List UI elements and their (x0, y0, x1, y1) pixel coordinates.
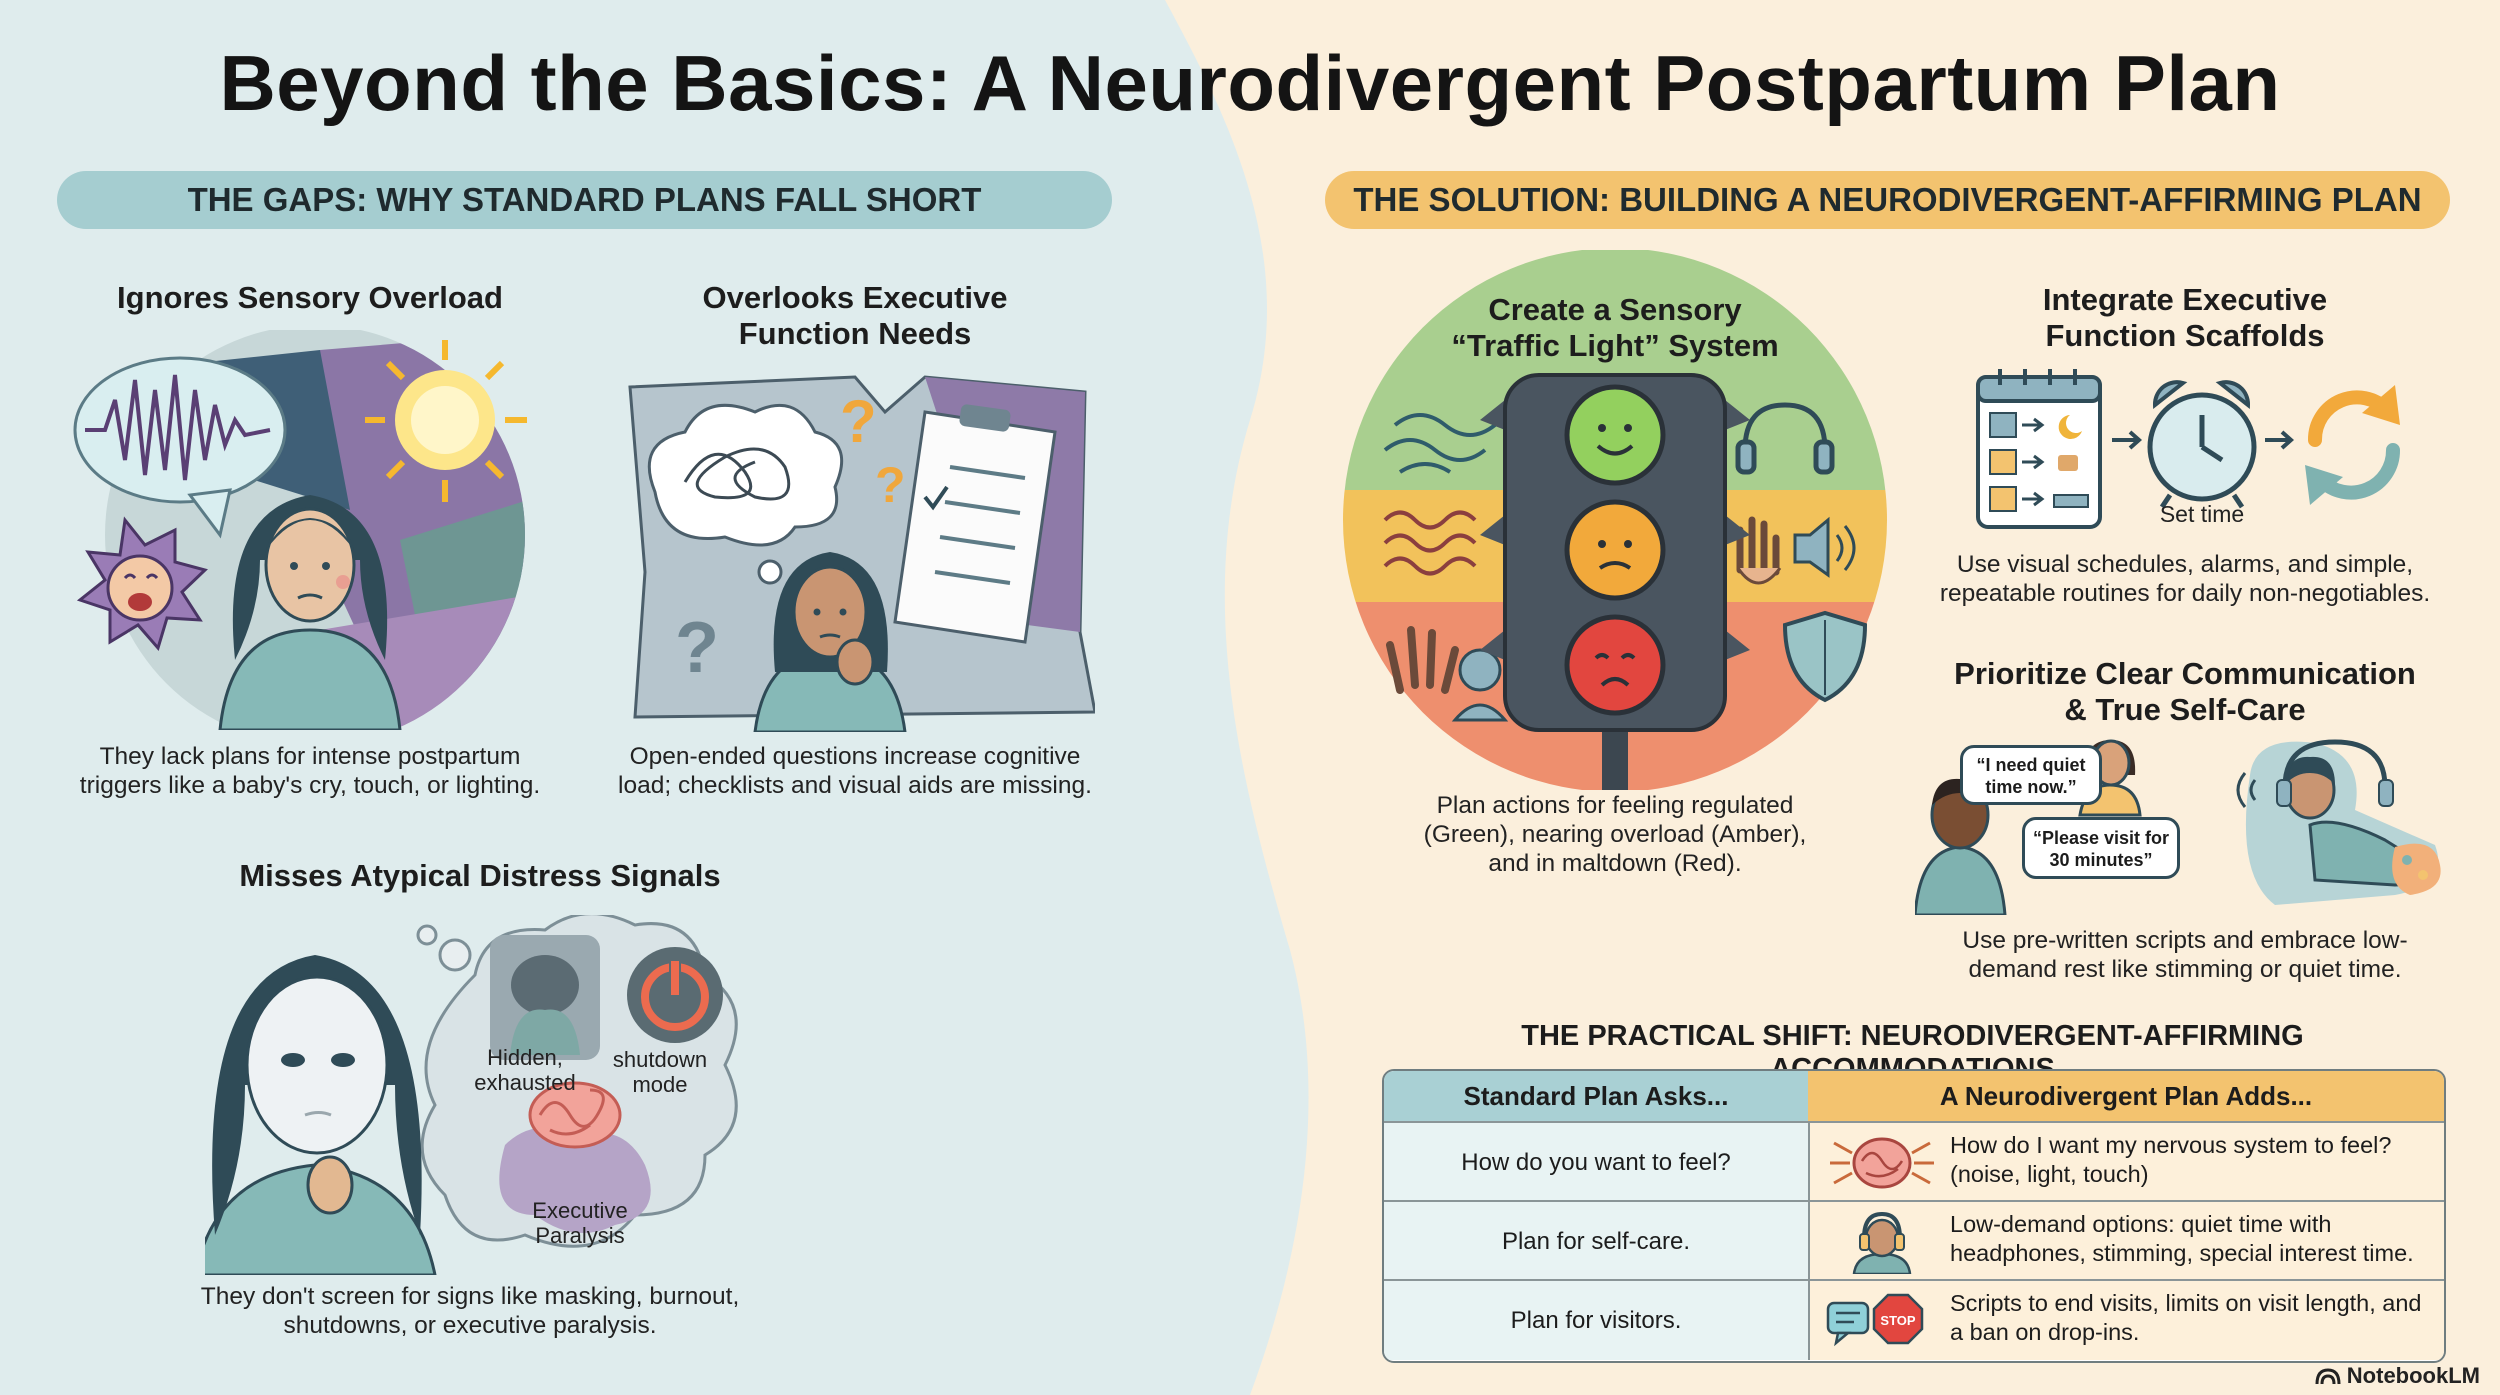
sensory-overload-illustration (73, 330, 527, 730)
traffic-light-illustration (1343, 250, 1887, 790)
col-standard-header: Standard Plan Asks... (1384, 1071, 1808, 1121)
shield-icon (1782, 610, 1868, 703)
communication-heading-line1: Prioritize Clear Communication (1954, 656, 2416, 691)
brain-sensory-icon (1830, 1137, 1934, 1189)
page-title: Beyond the Basics: A Neurodivergent Post… (219, 39, 2281, 127)
scaffolds-heading-line2: Function Scaffolds (2045, 318, 2325, 353)
accommodations-table: Standard Plan Asks... A Neurodivergent P… (1382, 1069, 2446, 1363)
table-row: How do you want to feel? How do I want m… (1384, 1121, 2444, 1202)
stop-sign-icon: STOP (1826, 1293, 1924, 1347)
sensory-caption: They lack plans for intense postpartum t… (79, 743, 541, 799)
question-mark-icon: ? (675, 608, 719, 688)
sound-wave-bubble-icon (73, 356, 287, 539)
nd-text: Scripts to end visits, limits on visit l… (1950, 1290, 2422, 1345)
notebooklm-logo-icon (2315, 1368, 2341, 1385)
scaffolds-heading-line1: Integrate Executive (2042, 282, 2328, 317)
speech-bubble-visit: “Please visit for 30 minutes” (2022, 817, 2180, 879)
arrow-right-icon (2112, 430, 2143, 450)
sensory-heading: Ignores Sensory Overload (117, 280, 503, 315)
nd-cell: STOP Scripts to end visits, limits on vi… (1810, 1281, 2444, 1360)
nd-cell: Low-demand options: quiet time with head… (1810, 1202, 2444, 1281)
executive-heading: Overlooks Executive Function Needs (600, 280, 1110, 352)
alarm-clock-icon (2147, 380, 2257, 509)
communication-illustration (1915, 739, 2441, 915)
executive-function-illustration: ? ? ? (628, 375, 1095, 732)
speech-bubble-quiet: “I need quiet time now.” (1960, 745, 2102, 805)
communication-caption: Use pre-written scripts and embrace low-… (1962, 927, 2408, 983)
question-mark-icon: ? (840, 388, 877, 455)
question-mark-icon: ? (875, 457, 906, 513)
thinking-woman-figure (753, 552, 907, 732)
resting-woman-figure (2236, 739, 2441, 905)
standard-cell: Plan for self-care. (1384, 1202, 1810, 1281)
exhausted-figure-icon (490, 935, 600, 1060)
distress-caption: They don't screen for signs like masking… (200, 1283, 740, 1339)
tangled-brain-icon (528, 1081, 622, 1149)
nd-text: How do I want my nervous system to feel?… (1950, 1132, 2392, 1187)
bubble-paralysis-label: Executive Paralysis (532, 1198, 628, 1248)
stop-sign-text: STOP (1880, 1313, 1915, 1328)
woman-figure (218, 495, 402, 730)
standard-cell: How do you want to feel? (1384, 1123, 1810, 1202)
traffic-heading: Create a Sensory “Traffic Light” System (1400, 292, 1830, 364)
repeat-cycle-icon (2305, 385, 2401, 505)
sensory-blanket-icon (2392, 843, 2441, 895)
traffic-heading-line2: “Traffic Light” System (1451, 328, 1779, 363)
sun-icon (365, 340, 527, 502)
noise-squiggle-icon (1383, 510, 1477, 576)
communication-heading-line2: & True Self-Care (2064, 692, 2306, 727)
nd-text: Low-demand options: quiet time with head… (1950, 1211, 2414, 1266)
headphones-icon (1735, 402, 1835, 475)
set-time-label: Set time (2159, 501, 2245, 527)
distress-signals-illustration (205, 915, 738, 1275)
col-nd-header: A Neurodivergent Plan Adds... (1808, 1071, 2444, 1121)
standard-cell: Plan for visitors. (1384, 1281, 1810, 1360)
scaffolds-caption: Use visual schedules, alarms, and simple… (1939, 551, 2431, 607)
power-off-icon (627, 947, 723, 1043)
reaching-hand-icon (1386, 626, 1509, 722)
executive-heading-line2: Function Needs (738, 316, 972, 351)
masked-woman-figure (205, 955, 437, 1275)
bubble-hidden-label: Hidden, exhausted (474, 1045, 576, 1095)
wind-waves-icon (1383, 413, 1497, 474)
scaffolds-heading: Integrate Executive Function Scaffolds (1950, 282, 2420, 354)
headphones-person-icon (1852, 1211, 1912, 1274)
gaps-header: THE GAPS: WHY STANDARD PLANS FALL SHORT (57, 171, 1112, 229)
nd-cell: How do I want my nervous system to feel?… (1810, 1123, 2444, 1202)
footer-brand-text: NotebookLM (2346, 1363, 2480, 1388)
traffic-caption: Plan actions for feeling regulated (Gree… (1423, 792, 1807, 877)
scaffolds-illustration (1976, 369, 2401, 529)
executive-heading-line1: Overlooks Executive (702, 280, 1008, 315)
visual-schedule-icon (1976, 369, 2102, 529)
crying-baby-icon (76, 516, 208, 652)
footer-brand: NotebookLM (2315, 1363, 2480, 1389)
table-row: Plan for self-care. Low-demand options: … (1384, 1200, 2444, 1281)
bubble-shutdown-label: shutdown mode (612, 1047, 708, 1097)
communication-heading: Prioritize Clear Communication & True Se… (1925, 656, 2445, 728)
traffic-light-icon (1480, 373, 1750, 790)
arrow-right-icon (2265, 430, 2295, 450)
solution-header: THE SOLUTION: BUILDING A NEURODIVERGENT-… (1325, 171, 2450, 229)
hand-speaker-icon (1736, 516, 1856, 585)
table-row: Plan for visitors. STOP Scripts to end v… (1384, 1279, 2444, 1361)
checklist-clipboard-icon (893, 404, 1057, 644)
distress-heading: Misses Atypical Distress Signals (239, 858, 721, 893)
executive-caption: Open-ended questions increase cognitive … (618, 743, 1092, 799)
traffic-heading-line1: Create a Sensory (1488, 292, 1742, 327)
tangled-thought-cloud-icon (647, 403, 844, 609)
